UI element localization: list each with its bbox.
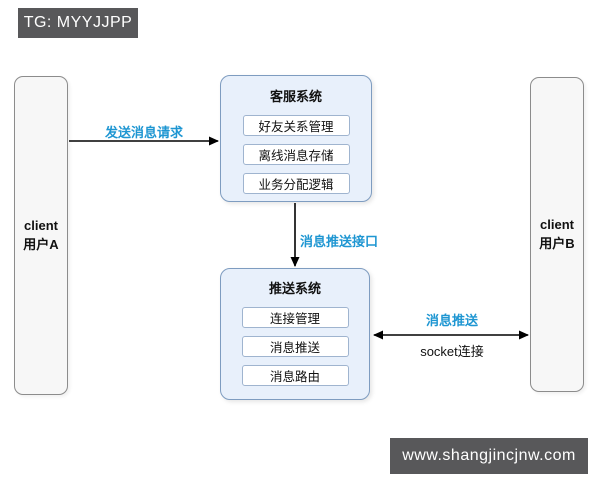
watermark-badge-top: TG: MYYJJPP (18, 8, 138, 38)
label-send-request: 发送消息请求 (104, 125, 183, 140)
client-b-label-en: client (540, 217, 574, 233)
module-message-routing: 消息路由 (241, 365, 349, 386)
client-b-label-cn: 用户B (539, 235, 575, 251)
module-friend-management: 好友关系管理 (242, 115, 350, 136)
node-client-b: client 用户B (530, 77, 584, 392)
client-a-label-en: client (24, 218, 58, 234)
module-offline-storage: 离线消息存储 (242, 144, 350, 165)
label-message-push: 消息推送 (425, 313, 478, 328)
watermark-text-bottom: www.shangjincjnw.com (402, 447, 576, 464)
service-module-list: 好友关系管理 离线消息存储 业务分配逻辑 (242, 115, 350, 194)
watermark-badge-bottom: www.shangjincjnw.com (390, 438, 588, 474)
node-client-a: client 用户A (14, 76, 68, 395)
node-push-system: 推送系统 连接管理 消息推送 消息路由 (220, 268, 370, 400)
label-push-interface: 消息推送接口 (300, 234, 379, 249)
label-socket-connection: socket连接 (420, 344, 484, 359)
watermark-text-top: TG: MYYJJPP (23, 14, 133, 31)
push-module-list: 连接管理 消息推送 消息路由 (241, 307, 349, 386)
module-message-push: 消息推送 (241, 336, 349, 357)
client-a-label-cn: 用户A (23, 236, 59, 252)
push-system-title: 推送系统 (268, 281, 321, 296)
service-system-title: 客服系统 (269, 89, 322, 104)
module-business-logic: 业务分配逻辑 (242, 173, 350, 194)
node-service-system: 客服系统 好友关系管理 离线消息存储 业务分配逻辑 (220, 75, 372, 202)
module-connection-management: 连接管理 (241, 307, 349, 328)
